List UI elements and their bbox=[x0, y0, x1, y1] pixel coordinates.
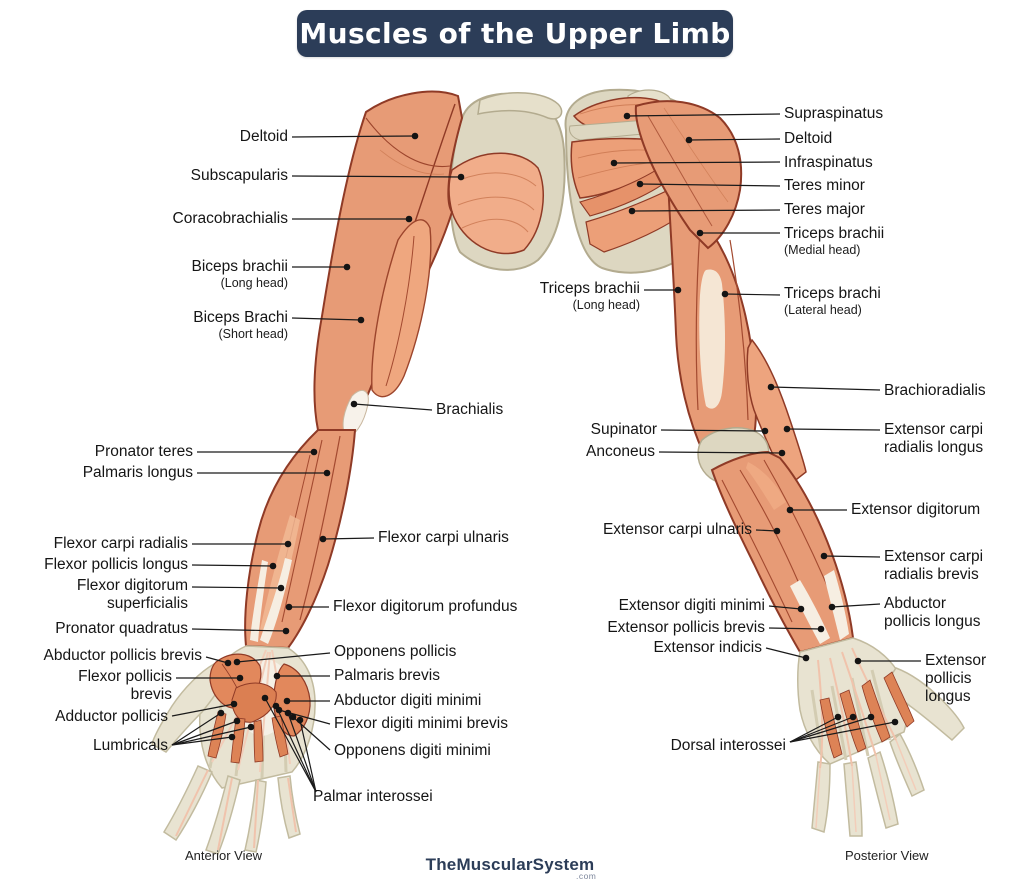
label-biceps-long-head: Biceps brachii(Long head) bbox=[191, 258, 289, 290]
label-abductor-pollicis-longus: Abductor pollicis longus bbox=[884, 595, 981, 630]
label-flexor-carpi-ulnaris: Flexor carpi ulnaris bbox=[378, 529, 509, 546]
label-teres-minor: Teres minor bbox=[784, 177, 865, 194]
brand-suffix: .com bbox=[575, 871, 597, 881]
label-flexor-pollicis-longus: Flexor pollicis longus bbox=[44, 556, 188, 573]
label-extensor-digiti-minimi: Extensor digiti minimi bbox=[618, 597, 765, 614]
label-extensor-carpi-radialis-longus: Extensor carpi radialis longus bbox=[884, 421, 984, 456]
label-brachialis: Brachialis bbox=[436, 401, 504, 418]
anterior-view-label: Anterior View bbox=[185, 848, 263, 863]
brand-name: TheMuscularSystem bbox=[425, 855, 595, 874]
label-supinator: Supinator bbox=[590, 421, 657, 438]
page-title: Muscles of the Upper Limb bbox=[297, 10, 733, 57]
label-palmar-interossei: Palmar interossei bbox=[313, 788, 433, 805]
label-brachioradialis: Brachioradialis bbox=[884, 382, 986, 399]
page-title-text: Muscles of the Upper Limb bbox=[299, 17, 731, 50]
label-extensor-pollicis-brevis: Extensor pollicis brevis bbox=[607, 619, 765, 636]
label-anterior-deltoid: Deltoid bbox=[239, 128, 288, 145]
label-opponens-digiti-minimi: Opponens digiti minimi bbox=[334, 742, 491, 759]
label-abductor-pollicis-brevis: Abductor pollicis brevis bbox=[43, 647, 202, 664]
label-triceps-lateral-head: Triceps brachi(Lateral head) bbox=[784, 285, 881, 317]
label-extensor-carpi-ulnaris: Extensor carpi ulnaris bbox=[602, 521, 752, 538]
label-triceps-medial-head: Triceps brachii(Medial head) bbox=[784, 225, 885, 257]
leader-lines bbox=[171, 113, 921, 793]
label-anconeus: Anconeus bbox=[586, 443, 655, 460]
label-opponens-pollicis: Opponens pollicis bbox=[334, 643, 457, 660]
brand-logo: TheMuscularSystem .com bbox=[0, 855, 1020, 881]
label-flexor-digiti-minimi-brevis: Flexor digiti minimi brevis bbox=[334, 715, 508, 732]
label-biceps-short-head: Biceps Brachi(Short head) bbox=[193, 309, 288, 341]
label-triceps-long-head: Triceps brachii(Long head) bbox=[539, 280, 640, 312]
label-extensor-indicis: Extensor indicis bbox=[653, 639, 762, 656]
posterior-arm-illustration bbox=[564, 88, 965, 837]
label-extensor-carpi-radialis-brevis: Extensor carpi radialis brevis bbox=[884, 548, 984, 583]
label-extensor-digitorum: Extensor digitorum bbox=[851, 501, 981, 518]
label-flexor-pollicis-brevis: Flexor pollicis brevis bbox=[78, 668, 172, 703]
label-pronator-quadratus: Pronator quadratus bbox=[55, 620, 188, 637]
label-pronator-teres: Pronator teres bbox=[94, 443, 193, 460]
label-posterior-deltoid: Deltoid bbox=[784, 130, 833, 147]
leader-dots bbox=[217, 112, 899, 741]
label-lumbricals: Lumbricals bbox=[93, 737, 168, 754]
label-palmaris-brevis: Palmaris brevis bbox=[334, 667, 440, 684]
label-dorsal-interossei: Dorsal interossei bbox=[670, 737, 786, 754]
label-flexor-digitorum-profundus: Flexor digitorum profundus bbox=[333, 598, 518, 615]
label-palmaris-longus: Palmaris longus bbox=[82, 464, 193, 481]
label-flexor-carpi-radialis: Flexor carpi radialis bbox=[53, 535, 188, 552]
label-extensor-pollicis-longus: Extensor pollicis longus bbox=[925, 652, 987, 705]
posterior-view-label: Posterior View bbox=[845, 848, 929, 863]
label-adductor-pollicis: Adductor pollicis bbox=[55, 708, 168, 725]
label-subscapularis: Subscapularis bbox=[190, 167, 288, 184]
label-abductor-digiti-minimi: Abductor digiti minimi bbox=[334, 692, 482, 709]
label-supraspinatus: Supraspinatus bbox=[784, 105, 884, 122]
label-teres-major: Teres major bbox=[784, 201, 865, 218]
label-coracobrachialis: Coracobrachialis bbox=[172, 210, 288, 227]
label-infraspinatus: Infraspinatus bbox=[784, 154, 873, 171]
label-flexor-digitorum-superficialis: Flexor digitorum superficialis bbox=[76, 577, 188, 612]
